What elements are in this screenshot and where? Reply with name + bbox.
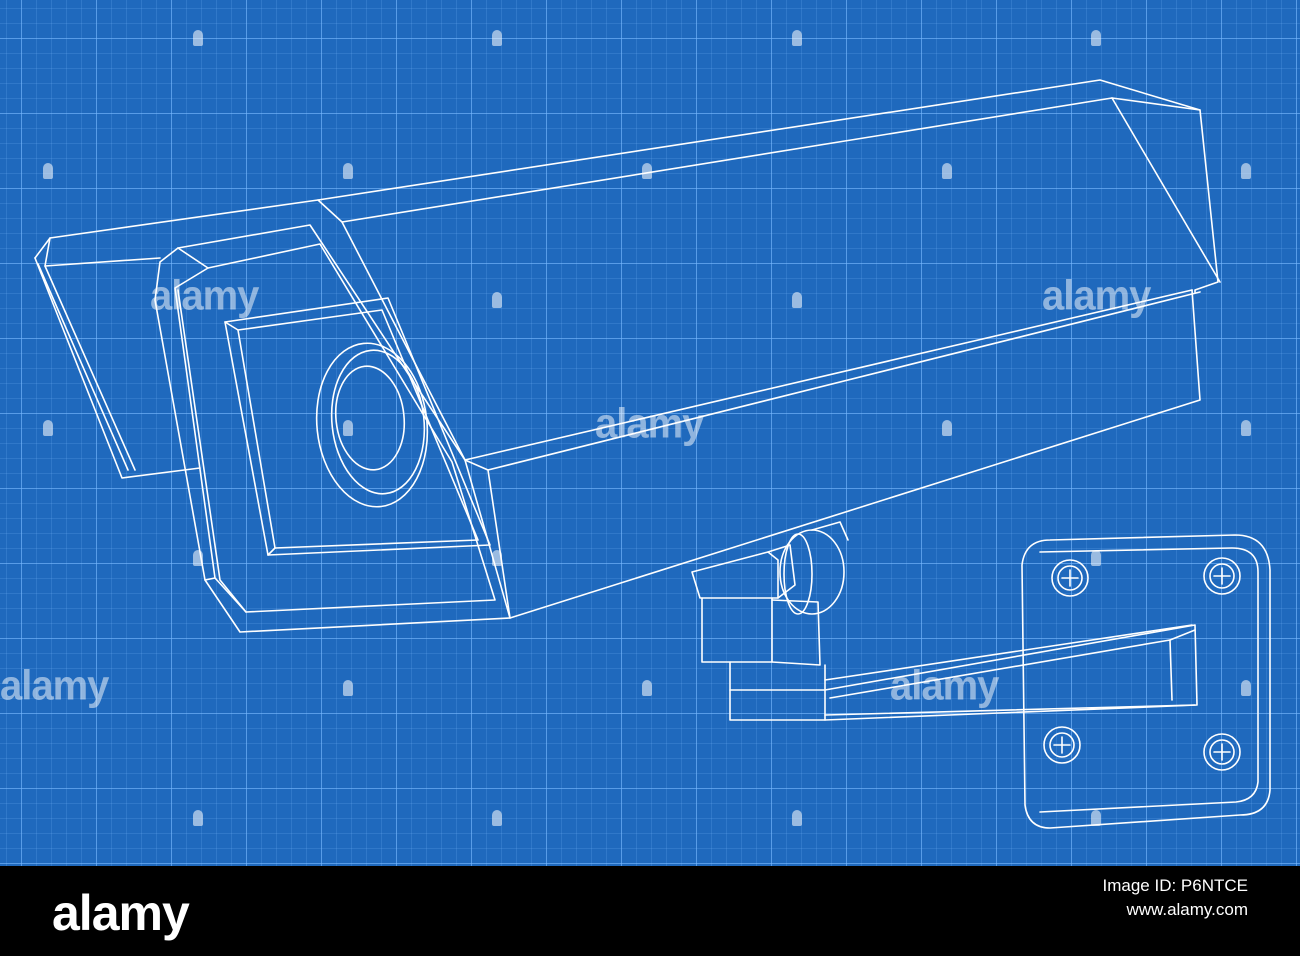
watermark-a-icon: [43, 163, 53, 179]
watermark-a-icon: [1091, 30, 1101, 46]
front-bezel: [154, 224, 511, 633]
watermark-a-icon: [1091, 550, 1101, 566]
site-url: www.alamy.com: [1126, 900, 1248, 919]
watermark-a-icon: [1091, 810, 1101, 826]
housing-body: [341, 221, 1193, 461]
screw-icon: [1203, 733, 1241, 771]
watermark-a-icon: [792, 810, 802, 826]
watermark-text: alamy: [595, 400, 704, 448]
watermark-a-icon: [193, 30, 203, 46]
image-id-label: Image ID: P6NTCE: [1102, 876, 1249, 895]
blueprint-background: alamy alamy alamy alamy alamy: [0, 0, 1300, 866]
wall-plate-outline: [1021, 534, 1271, 829]
watermark-a-icon: [642, 163, 652, 179]
watermark-text: alamy: [150, 272, 259, 320]
watermark-a-icon: [1241, 680, 1251, 696]
screw-icon: [1051, 559, 1089, 597]
mount-joint: [691, 521, 849, 721]
watermark-a-icon: [792, 30, 802, 46]
camera-housing: [34, 79, 1221, 633]
security-camera-illustration: [34, 79, 1271, 829]
watermark-a-icon: [492, 292, 502, 308]
watermark-text: alamy: [0, 662, 109, 710]
watermark-a-icon: [642, 680, 652, 696]
watermark-a-icon: [193, 810, 203, 826]
bracket-arm: [824, 624, 1198, 721]
watermark-text: alamy: [890, 662, 999, 710]
watermark-a-icon: [792, 292, 802, 308]
screw-icon: [1043, 726, 1081, 764]
watermark-a-icon: [343, 680, 353, 696]
footer-image-id: Image ID: P6NTCE www.alamy.com: [1103, 874, 1249, 922]
watermark-a-icon: [343, 163, 353, 179]
screw-icon: [1203, 557, 1241, 595]
wall-plate: [1021, 534, 1271, 829]
lens-glass: [334, 365, 406, 471]
watermark-a-icon: [492, 30, 502, 46]
watermark-a-icon: [43, 420, 53, 436]
watermark-text: alamy: [1042, 272, 1151, 320]
lens-outer-ring: [315, 342, 429, 508]
watermark-a-icon: [1241, 163, 1251, 179]
watermark-a-icon: [343, 420, 353, 436]
footer-logo: alamy: [52, 885, 190, 941]
watermark-a-icon: [492, 550, 502, 566]
watermark-a-icon: [193, 550, 203, 566]
watermark-a-icon: [492, 810, 502, 826]
watermark-a-icon: [942, 163, 952, 179]
sunshield-hood: [34, 79, 1219, 293]
watermark-a-icon: [1241, 420, 1251, 436]
footer-bar: alamy Image ID: P6NTCE www.alamy.com: [0, 866, 1300, 956]
watermark-a-icon: [942, 420, 952, 436]
